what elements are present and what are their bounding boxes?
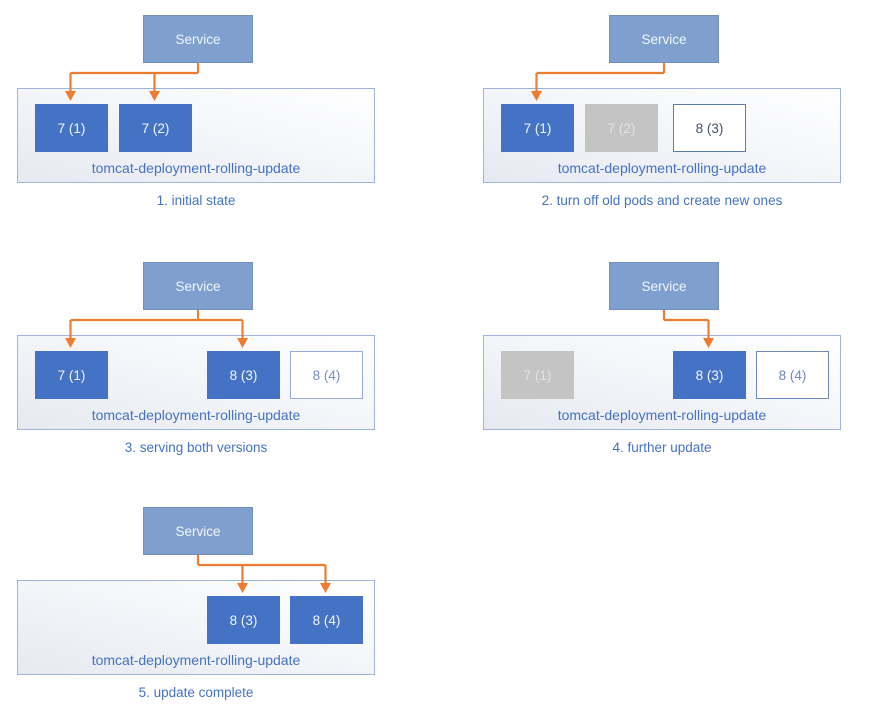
- panel-caption: 2. turn off old pods and create new ones: [541, 193, 783, 208]
- service-label: Service: [641, 31, 687, 47]
- deployment-label: tomcat-deployment-rolling-update: [557, 160, 767, 176]
- deployment-box: 7 (1) 8 (3) 8 (4) tomcat-deployment-rolling…: [17, 335, 375, 430]
- pod-label: 8 (3): [695, 367, 724, 383]
- panel-caption: 1. initial state: [156, 193, 236, 208]
- service-box: Service: [609, 262, 719, 310]
- pod-active: 8 (4): [290, 596, 363, 644]
- pod-label: 8 (4): [312, 367, 341, 383]
- pod-inactive: 7 (2): [585, 104, 658, 152]
- pod-new: 8 (4): [756, 351, 829, 399]
- pod-active: 8 (3): [207, 351, 280, 399]
- service-label: Service: [175, 523, 221, 539]
- panel-caption: 3. serving both versions: [124, 440, 268, 455]
- deployment-label: tomcat-deployment-rolling-update: [91, 160, 301, 176]
- service-box: Service: [609, 15, 719, 63]
- deployment-box: 7 (1) 8 (3) 8 (4) tomcat-deployment-rolling…: [483, 335, 841, 430]
- pod-active: 7 (2): [119, 104, 192, 152]
- deployment-label: tomcat-deployment-rolling-update: [91, 652, 301, 668]
- pod-label: 7 (1): [57, 120, 86, 136]
- service-label: Service: [175, 278, 221, 294]
- pod-active: 7 (1): [501, 104, 574, 152]
- pod-label: 7 (1): [57, 367, 86, 383]
- pod-active: 8 (3): [673, 351, 746, 399]
- panel-2: Service 7 (1) 7 (2) 8 (3) tomcat-deployment-…: [466, 0, 870, 230]
- panel-5: Service 8 (3) 8 (4) tomcat-deployment-rolli…: [0, 492, 435, 718]
- pod-label: 7 (1): [523, 367, 552, 383]
- pod-active: 7 (1): [35, 351, 108, 399]
- pod-label: 7 (2): [607, 120, 636, 136]
- deployment-label: tomcat-deployment-rolling-update: [557, 407, 767, 423]
- service-box: Service: [143, 507, 253, 555]
- service-label: Service: [641, 278, 687, 294]
- service-label: Service: [175, 31, 221, 47]
- pod-label: 8 (4): [778, 367, 807, 383]
- pod-label: 7 (1): [523, 120, 552, 136]
- panel-1: Service 7 (1) 7 (2) tomcat-deployment-rolli…: [0, 0, 435, 230]
- panel-4: Service 7 (1) 8 (3) 8 (4) tomcat-deployment-…: [466, 247, 870, 477]
- panel-3: Service 7 (1) 8 (3) 8 (4) tomcat-deployment-…: [0, 247, 435, 477]
- deployment-label: tomcat-deployment-rolling-update: [91, 407, 301, 423]
- pod-new: 8 (4): [290, 351, 363, 399]
- panel-caption: 4. further update: [612, 440, 712, 455]
- deployment-box: 7 (1) 7 (2) tomcat-deployment-rolling-upda…: [17, 88, 375, 183]
- pod-inactive: 7 (1): [501, 351, 574, 399]
- pod-active: 7 (1): [35, 104, 108, 152]
- deployment-box: 7 (1) 7 (2) 8 (3) tomcat-deployment-rolling…: [483, 88, 841, 183]
- pod-new: 8 (3): [673, 104, 746, 152]
- service-box: Service: [143, 262, 253, 310]
- pod-label: 8 (3): [229, 367, 258, 383]
- panel-caption: 5. update complete: [138, 685, 254, 700]
- service-box: Service: [143, 15, 253, 63]
- pod-active: 8 (3): [207, 596, 280, 644]
- deployment-box: 8 (3) 8 (4) tomcat-deployment-rolling-upda…: [17, 580, 375, 675]
- pod-label: 8 (3): [695, 120, 724, 136]
- pod-label: 8 (4): [312, 612, 341, 628]
- pod-label: 7 (2): [141, 120, 170, 136]
- pod-label: 8 (3): [229, 612, 258, 628]
